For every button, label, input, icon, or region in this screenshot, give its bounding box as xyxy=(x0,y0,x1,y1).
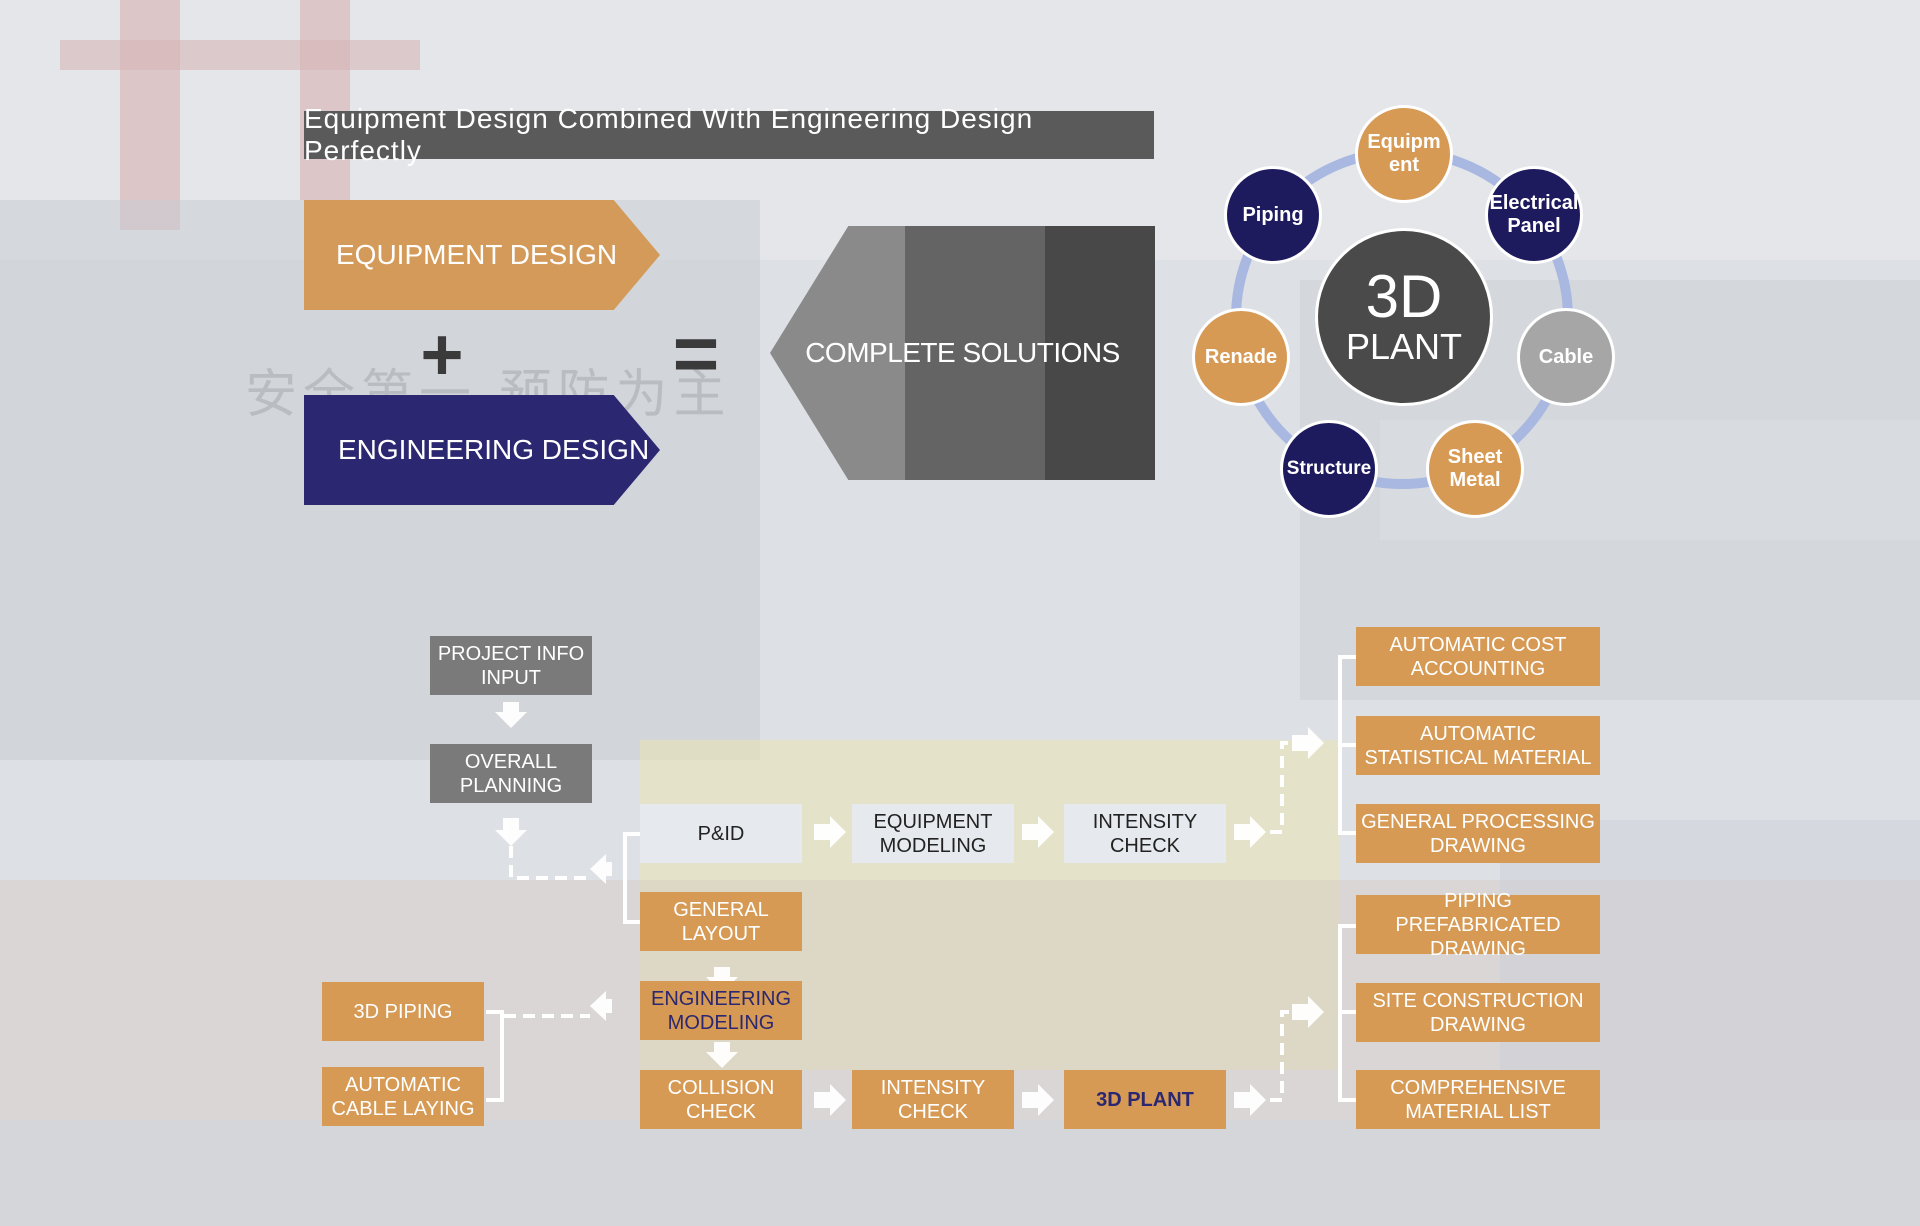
output-piping-prefabricated-drawing: PIPING PREFABRICATED DRAWING xyxy=(1356,890,1600,960)
plant-node-sheet-metal: Sheet Metal xyxy=(1426,420,1524,518)
complete-solutions-segment-2 xyxy=(905,226,1045,480)
flow-project-info-input: PROJECT INFO INPUT xyxy=(430,636,592,695)
plant-center-top: 3D xyxy=(1365,263,1443,331)
complete-solutions-arrow: COMPLETE SOLUTIONS xyxy=(770,226,1155,480)
output-automatic-cost-accounting: AUTOMATIC COST ACCOUNTING xyxy=(1356,627,1600,686)
engineering-design-arrow: ENGINEERING DESIGN xyxy=(304,395,660,505)
plus-sign: + xyxy=(420,312,464,396)
flow-general-layout: GENERAL LAYOUT xyxy=(640,892,802,951)
plant-center-bottom: PLANT xyxy=(1345,326,1463,368)
flow-3d-piping: 3D PIPING xyxy=(322,982,484,1041)
output-automatic-statistical-material: AUTOMATIC STATISTICAL MATERIAL xyxy=(1356,716,1600,775)
flow-intensity-check-top: INTENSITY CHECK xyxy=(1064,804,1226,863)
output-comprehensive-material-list: COMPREHENSIVE MATERIAL LIST xyxy=(1356,1070,1600,1129)
plant-center-node: 3D PLANT xyxy=(1315,228,1493,406)
complete-solutions-segment-3 xyxy=(1045,226,1155,480)
flow-pid: P&ID xyxy=(640,804,802,863)
flow-overall-planning: OVERALL PLANNING xyxy=(430,744,592,803)
equals-sign: = xyxy=(672,309,720,398)
flow-engineering-modeling: ENGINEERING MODELING xyxy=(640,981,802,1040)
plant-node-structure: Structure xyxy=(1280,420,1378,518)
equipment-design-arrow: EQUIPMENT DESIGN xyxy=(304,200,660,310)
equipment-design-label: EQUIPMENT DESIGN xyxy=(336,239,618,270)
complete-solutions-label: COMPLETE SOLUTIONS xyxy=(805,337,1120,368)
output-site-construction-drawing: SITE CONSTRUCTION DRAWING xyxy=(1356,983,1600,1042)
engineering-design-label: ENGINEERING DESIGN xyxy=(338,434,650,465)
flow-equipment-modeling: EQUIPMENT MODELING xyxy=(852,804,1014,863)
plant-node-equipment: Equipm ent xyxy=(1355,105,1453,203)
flow-intensity-check-bottom: INTENSITY CHECK xyxy=(852,1070,1014,1129)
flow-automatic-cable-laying: AUTOMATIC CABLE LAYING xyxy=(322,1067,484,1126)
output-general-processing-drawing: GENERAL PROCESSING DRAWING xyxy=(1356,804,1600,863)
plant-node-piping: Piping xyxy=(1224,166,1322,264)
plant-node-electrical: Electrical Panel xyxy=(1485,166,1583,264)
plant-node-cable: Cable xyxy=(1517,308,1615,406)
plant-node-renade: Renade xyxy=(1192,308,1290,406)
flow-3d-plant: 3D PLANT xyxy=(1064,1070,1226,1129)
flow-collision-check: COLLISION CHECK xyxy=(640,1070,802,1129)
